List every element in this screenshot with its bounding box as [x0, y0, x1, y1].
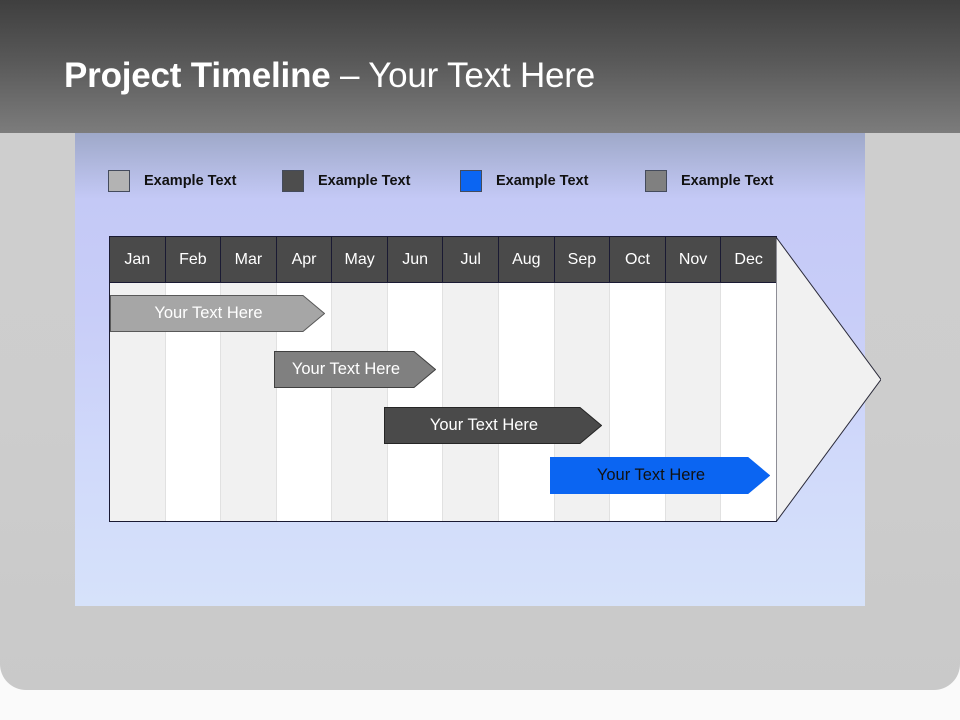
task-bar-label-4: Your Text Here	[596, 466, 706, 484]
month-header-jun[interactable]: Jun	[388, 237, 444, 282]
task-bar-shape-1	[110, 295, 325, 332]
month-header-aug[interactable]: Aug	[499, 237, 555, 282]
task-bar-4[interactable]: Your Text Here	[550, 457, 770, 494]
timeline-direction-arrow	[776, 237, 881, 522]
task-bar-label-1: Your Text Here	[154, 304, 263, 322]
month-header-jan[interactable]: Jan	[110, 237, 166, 282]
slide-canvas: Project Timeline – Your Text Here Exampl…	[0, 0, 960, 690]
legend-label-1: Example Text	[144, 173, 237, 189]
legend-label-2: Example Text	[318, 173, 411, 189]
task-bar-1[interactable]: Your Text Here	[110, 295, 325, 332]
task-bar-3[interactable]: Your Text Here	[384, 407, 602, 444]
task-bar-shape-4	[550, 457, 770, 494]
page-title-separator: –	[330, 56, 369, 95]
page-title: Project Timeline – Your Text Here	[64, 56, 595, 96]
page-title-light: Your Text Here	[368, 56, 596, 95]
legend-item-2[interactable]: Example Text	[282, 168, 410, 194]
legend-swatch-icon-1	[108, 170, 130, 192]
timeline-column-feb	[165, 237, 222, 521]
month-header-dec[interactable]: Dec	[734, 250, 763, 268]
month-header-feb[interactable]: Feb	[166, 237, 222, 282]
month-header-nov[interactable]: Nov	[666, 237, 722, 282]
task-bar-label-2: Your Text Here	[291, 360, 401, 378]
task-bar-label-3: Your Text Here	[429, 416, 539, 434]
task-bar-shape-2	[274, 351, 436, 388]
timeline-column-mar	[221, 237, 277, 521]
legend-label-3: Example Text	[496, 173, 589, 189]
month-header-mar[interactable]: Mar	[221, 237, 277, 282]
legend-item-4[interactable]: Example Text	[645, 168, 773, 194]
month-header-sep[interactable]: Sep	[555, 237, 611, 282]
month-header-jul[interactable]: Jul	[443, 237, 500, 282]
task-bar-2[interactable]: Your Text Here	[274, 351, 436, 388]
task-bar-shape-3	[384, 407, 602, 444]
legend-label-4: Example Text	[681, 173, 774, 189]
legend-swatch-icon-4	[645, 170, 667, 192]
timeline-column-aug	[499, 237, 555, 521]
month-header-may[interactable]: May	[332, 237, 388, 282]
month-header-oct[interactable]: Oct	[610, 237, 666, 282]
legend-item-1[interactable]: Example Text	[108, 168, 236, 194]
legend-swatch-icon-3	[460, 170, 482, 192]
slide-title-band: Project Timeline – Your Text Here	[0, 0, 960, 133]
month-header-apr[interactable]: Apr	[277, 237, 333, 282]
timeline-column-jul	[443, 237, 500, 521]
timeline-column-jan	[110, 237, 166, 521]
page-title-bold: Project Timeline	[64, 56, 331, 95]
legend-swatch-icon-2	[282, 170, 304, 192]
legend-item-3[interactable]: Example Text	[460, 168, 588, 194]
